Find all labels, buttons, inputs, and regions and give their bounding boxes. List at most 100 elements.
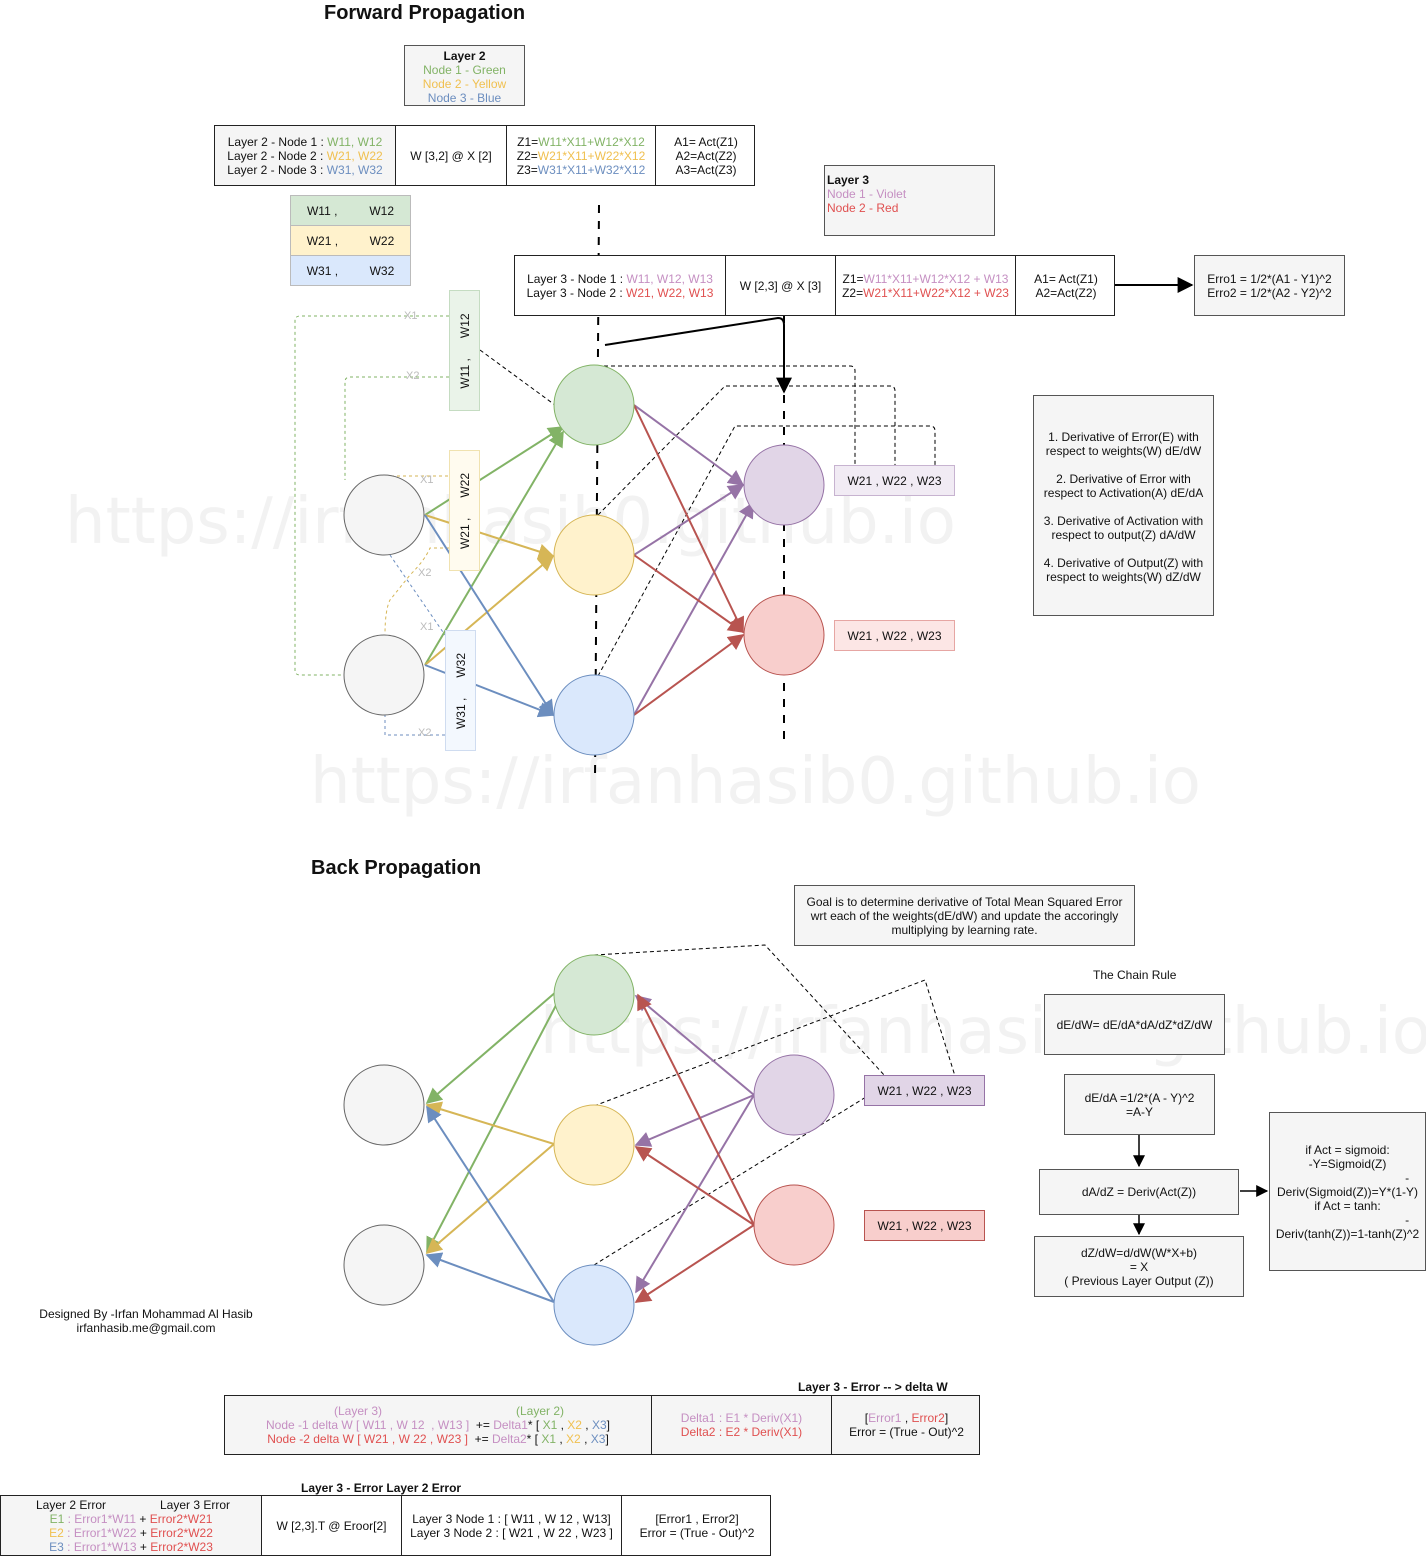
z-formula: W11*X11+W12*X12 + W13	[863, 271, 1009, 286]
edge	[633, 554, 745, 633]
row-label: Layer 2 - Node 2 :	[227, 148, 327, 163]
layer3-legend: Layer 3 Node 1 - Violet Node 2 - Red	[824, 165, 995, 236]
error-formula: Erro2 = 1/2*(A2 - Y2)^2	[1207, 285, 1332, 300]
edge	[425, 1143, 555, 1255]
edge	[425, 984, 565, 1105]
row-weights: W21, W22, W13	[626, 285, 714, 300]
derivatives-list: 1. Derivative of Error(E) with respect t…	[1033, 395, 1214, 616]
layer2-legend: Layer 2 Node 1 - Green Node 2 - Yellow N…	[404, 45, 525, 106]
weight: W31 ,	[306, 263, 339, 278]
derivative-item: 4. Derivative of Output(Z) with respect …	[1043, 556, 1204, 584]
row-label: Layer 3 - Node 2 :	[526, 285, 627, 300]
layer2-weights-table: Layer 2 - Node 1 : W11, W12 Layer 2 - No…	[214, 125, 755, 186]
weight-row-green: W11 , W12	[290, 195, 411, 226]
z-label: Z2=	[516, 148, 538, 163]
weight-row-blue: W31 , W32	[290, 255, 411, 286]
credit-author: Designed By -Irfan Mohammad Al Hasib	[39, 1307, 253, 1321]
dz-dw-box: dZ/dW=d/dW(W*X+b)= X( Previous Layer Out…	[1034, 1236, 1244, 1297]
edge	[425, 1252, 555, 1303]
z-formula: W31*X11+W32*X12	[537, 162, 646, 177]
row-weights: W31, W32	[326, 162, 383, 177]
weight: W22	[369, 233, 395, 248]
vertical-weights-yellow: W21 , W22	[449, 450, 480, 571]
edge	[424, 430, 564, 666]
edge	[424, 514, 555, 560]
input-node	[343, 474, 425, 556]
legend-title: Layer 3	[827, 173, 870, 187]
table-cell: [Error1 , Error2] Error = (True - Out)^2	[849, 1411, 964, 1439]
derivative-item: 1. Derivative of Error(E) with respect t…	[1045, 430, 1202, 458]
red-weight-label: W21 , W22 , W23	[834, 620, 955, 651]
input-node	[343, 634, 425, 716]
z-label: Z1=	[517, 134, 539, 149]
error-box: Erro1 = 1/2*(A1 - Y1)^2 Erro2 = 1/2*(A2 …	[1194, 255, 1345, 316]
x-label: X2	[418, 567, 432, 579]
x-label: X2	[418, 727, 432, 739]
z-label: Z2=	[842, 285, 864, 300]
layer3-weights-table: Layer 3 - Node 1 : W11, W12, W13 Layer 3…	[514, 255, 1115, 316]
row-weights: W11, W12	[327, 134, 383, 149]
edge	[633, 634, 745, 716]
edge	[424, 426, 565, 516]
table-cell: Layer 3 Node 1 : [ W11 , W 12 , W13] Lay…	[402, 1496, 622, 1555]
vertical-weight-label: W11 , W12	[457, 312, 472, 389]
delta-table-caption: Layer 3 - Error -- > delta W	[798, 1380, 948, 1394]
operation: W [3,2] @ X [2]	[410, 148, 492, 163]
forward-title: Forward Propagation	[324, 2, 526, 24]
edge	[425, 1101, 555, 1145]
layer2-node-blue	[553, 674, 635, 756]
watermark: https://irfanhasib0.github.io	[540, 995, 1426, 1069]
weight: W11 ,	[306, 203, 338, 218]
legend-item: Node 1 - Violet	[827, 187, 907, 201]
edge	[637, 993, 755, 1226]
table-cell: A1= Act(Z1) A2=Act(Z2) A3=Act(Z3)	[656, 126, 756, 185]
weight: W12	[369, 203, 395, 218]
edge	[633, 404, 745, 486]
input-dashed-links	[384, 554, 446, 736]
violet-weight-label: W21 , W22 , W23	[864, 1075, 985, 1106]
layer3-node-red	[743, 594, 825, 676]
legend-item: Node 3 - Blue	[427, 91, 502, 105]
error-formula: Erro1 = 1/2*(A1 - Y1)^2	[1207, 271, 1332, 286]
layer3-node-red	[753, 1184, 835, 1266]
goal-box: Goal is to determine derivative of Total…	[794, 885, 1135, 946]
table-cell: [Error1 , Error2] Error = (True - Out)^2	[639, 1511, 755, 1540]
layer2-node-blue	[553, 1264, 635, 1346]
legend-item: Node 1 - Green	[423, 63, 506, 77]
layer3-node-violet	[743, 444, 825, 526]
table-cell: (Layer 3)(Layer 2) Node -1 delta W [ W11…	[225, 1396, 652, 1454]
layer2-node-yellow	[553, 514, 635, 596]
z-label: Z3=	[516, 162, 538, 177]
weight-row-yellow: W21 ,W22	[290, 225, 411, 256]
z-formula: W11*X11+W12*X12	[538, 134, 645, 149]
back-title: Back Propagation	[311, 857, 482, 879]
weight: W32	[369, 263, 395, 278]
row-weights: W21, W22	[326, 148, 383, 163]
edge	[633, 404, 744, 634]
z-formula: W21*X11+W22*X12 + W23	[863, 285, 1009, 300]
activation: A3=Act(Z3)	[675, 162, 737, 177]
credits: Designed By -Irfan Mohammad Al Hasib irf…	[36, 1307, 256, 1335]
credit-email: irfanhasib.me@gmail.com	[76, 1321, 216, 1335]
x-label: X1	[420, 474, 434, 486]
row-label: Layer 2 - Node 1 :	[227, 134, 328, 149]
z-label: Z1=	[842, 271, 864, 286]
input-node	[343, 1224, 425, 1306]
derivative-item: 2. Derivative of Error with respect to A…	[1043, 472, 1204, 500]
layer3-node-violet	[753, 1054, 835, 1136]
layer2-node-green	[553, 954, 635, 1036]
edge	[426, 989, 565, 1254]
edge	[634, 1146, 755, 1226]
vertical-weights-green: W11 , W12	[449, 290, 480, 411]
table-cell: A1= Act(Z1) A2=Act(Z2)	[1016, 256, 1116, 315]
edge	[635, 1094, 755, 1294]
edge	[634, 994, 755, 1096]
de-da-box: dE/dA =1/2*(A - Y)^2=A-Y	[1064, 1074, 1215, 1135]
delta-table: (Layer 3)(Layer 2) Node -1 delta W [ W11…	[224, 1395, 980, 1455]
l2err-table-caption: Layer 3 - Error Layer 2 Error	[301, 1481, 462, 1495]
legend-item: Node 2 - Red	[827, 201, 899, 215]
input-node	[343, 1064, 425, 1146]
table-cell: Layer 3 - Node 1 : W11, W12, W13 Layer 3…	[515, 256, 726, 315]
edge	[426, 1105, 555, 1303]
